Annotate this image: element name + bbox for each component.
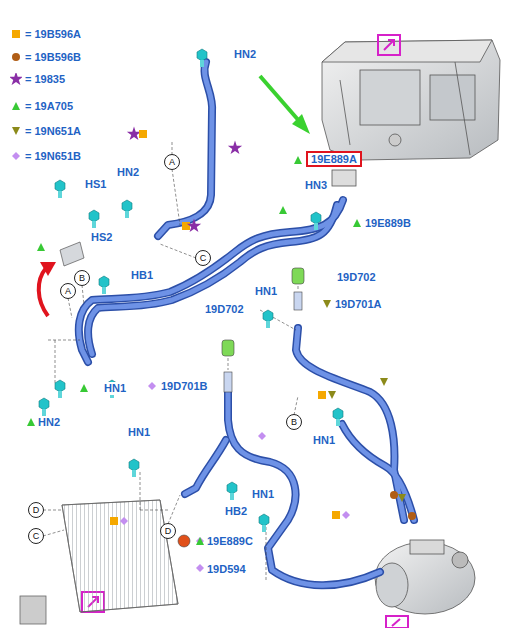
fastener [311,212,321,230]
fastener [197,49,207,67]
node-text: B [79,272,85,284]
service-valve [178,268,304,547]
legend-row: = 19B596A [10,28,81,40]
fastener [89,210,99,228]
part-label: HN1 [251,488,275,501]
part-label: HS1 [84,178,107,191]
fastener [55,380,65,398]
legend-symbol [10,100,22,112]
legend-row: = 19N651B [10,150,81,162]
callout-letter: A [60,283,76,299]
legend-row: = 19A705 [10,100,73,112]
legend-row: = 19B596B [10,51,81,63]
condenser [20,500,178,624]
callout-letter: B [74,270,90,286]
part-label: 19D594 [206,563,247,576]
part-label: HN1 [127,426,151,439]
legend-symbol [10,51,22,63]
legend-text: = 19A705 [25,100,73,112]
part-label: 19D701B [160,380,208,393]
part-label: HN2 [233,48,257,61]
legend-symbol [10,28,22,40]
rotate-arrow [39,262,56,316]
fastener [39,398,49,416]
callout-letter: D [160,523,176,539]
part-label: HS2 [90,231,113,244]
part-label: 19E889B [364,217,412,230]
node-text: B [291,416,297,428]
callout-letter: A [164,154,180,170]
legend-text: = 19B596A [25,28,81,40]
part-label: 19D701A [334,298,382,311]
compressor [375,540,475,614]
part-label: 19E889C [206,535,254,548]
node-text: D [33,504,40,516]
legend-symbol [10,150,22,162]
part-label: HN3 [304,179,328,192]
part-label: HN1 [254,285,278,298]
legend-row: = 19N651A [10,125,81,137]
fastener [227,482,237,500]
callout-letter: C [195,250,211,266]
part-number-box: 19E889A [306,151,362,167]
part-label: 19D702 [204,303,245,316]
node-text: 19E889A [311,153,357,165]
legend-text: = 19N651A [25,125,81,137]
fastener [55,180,65,198]
callout-letter: C [28,528,44,544]
legend-text: = 19N651B [25,150,81,162]
part-label: HN2 [116,166,140,179]
legend-text: = 19835 [25,73,65,85]
part-label: HN1 [103,382,127,395]
refrigerant-hose [79,62,414,585]
node-text: A [169,156,175,168]
part-label: 19D702 [336,271,377,284]
leader-line [43,140,298,580]
pointer-arrow [260,76,310,134]
node-text: C [200,252,207,264]
legend-symbol [10,73,22,85]
fasteners [39,49,343,532]
fastener [129,459,139,477]
fastener [259,514,269,532]
fastener [263,310,273,328]
node-text: A [65,285,71,297]
part-label: HB1 [130,269,154,282]
callout-letter: B [286,414,302,430]
legend-row: = 19835 [10,73,65,85]
legend-markers [27,126,416,572]
callout-letter: D [28,502,44,518]
fastener [122,200,132,218]
node-text: D [165,525,172,537]
fastener [333,408,343,426]
fastener [99,276,109,294]
legend-symbol [10,125,22,137]
hose-bracket [60,242,84,266]
part-label: HN2 [37,416,61,429]
node-text: C [33,530,40,542]
part-label: HN1 [312,434,336,447]
part-label: HB2 [224,505,248,518]
legend-text: = 19B596B [25,51,81,63]
